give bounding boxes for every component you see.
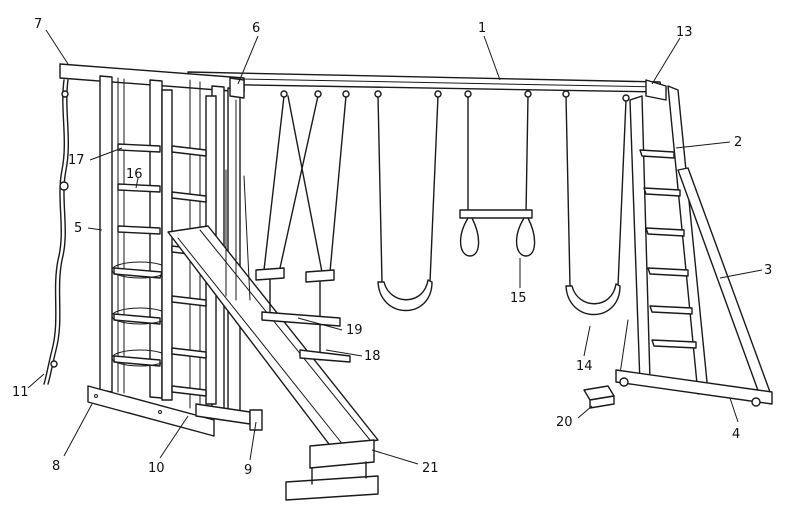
- clubhouse-frame: [59, 63, 251, 437]
- callout-11: 11: [12, 385, 29, 400]
- callout-9: 9: [244, 463, 252, 478]
- callout-17: 17: [68, 153, 85, 168]
- callout-15: 15: [510, 291, 527, 306]
- leader-lines: [27, 29, 763, 465]
- callout-16: 16: [126, 167, 143, 182]
- callout-7: 7: [34, 17, 42, 32]
- callout-labels: 1 2 3 4 5 6 7 8 9 10 11 13 14 15 16 17 1…: [12, 17, 772, 478]
- trapeze-bar: [459, 90, 536, 257]
- belt-swing-2: [562, 90, 630, 316]
- callout-13: 13: [676, 25, 693, 40]
- glider: [255, 90, 351, 363]
- callout-5: 5: [74, 221, 82, 236]
- slide: [167, 225, 379, 501]
- callout-8: 8: [52, 459, 60, 474]
- callout-3: 3: [764, 263, 772, 278]
- anchor-stake: [583, 385, 615, 409]
- right-a-frame: [615, 79, 773, 407]
- callout-4: 4: [732, 427, 740, 442]
- callout-21: 21: [422, 461, 439, 476]
- callout-20: 20: [556, 415, 573, 430]
- callout-2: 2: [734, 135, 742, 150]
- belt-swing-1: [374, 90, 442, 312]
- left-a-frame: [225, 77, 263, 431]
- callout-18: 18: [364, 349, 381, 364]
- callout-10: 10: [148, 461, 165, 476]
- rope-ladder: [43, 79, 70, 385]
- top-beam: [187, 71, 663, 93]
- callout-14: 14: [576, 359, 593, 374]
- callout-1: 1: [478, 21, 486, 36]
- callout-19: 19: [346, 323, 363, 338]
- callout-6: 6: [252, 21, 260, 36]
